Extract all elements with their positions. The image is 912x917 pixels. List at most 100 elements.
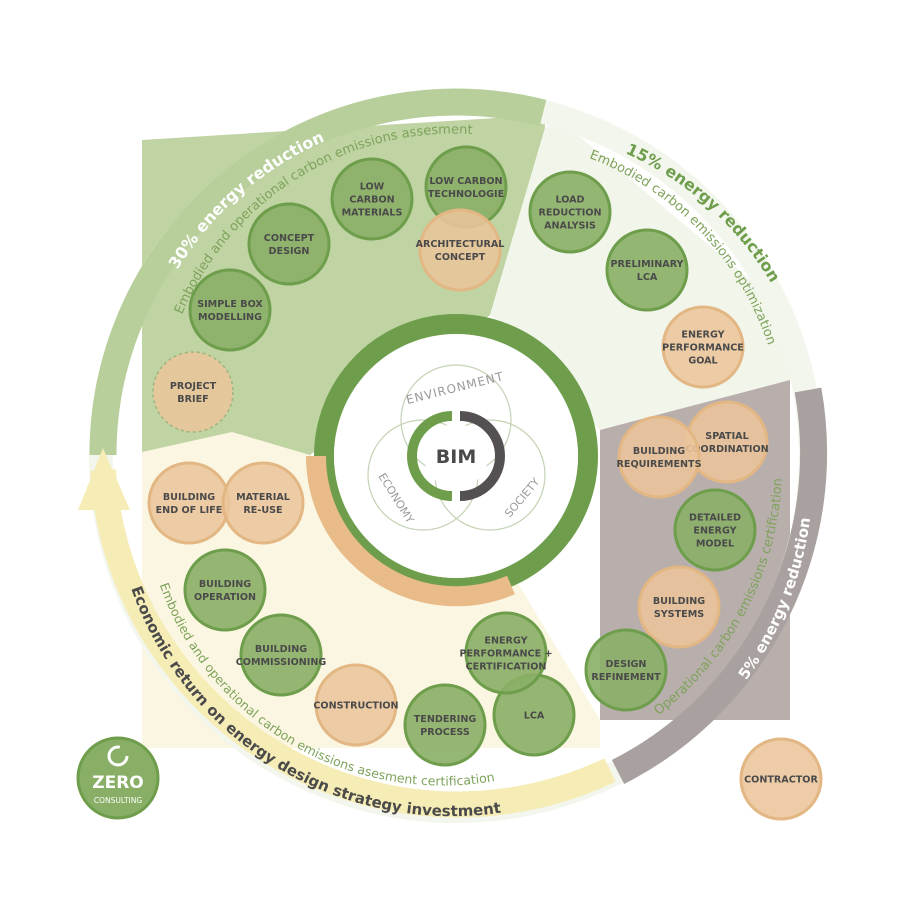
node-circle xyxy=(147,461,231,545)
node-label: MODEL xyxy=(696,539,734,550)
node-label: MATERIAL xyxy=(236,492,290,503)
node-label: DESIGN xyxy=(606,659,647,670)
node-circle xyxy=(673,488,757,572)
node-circle xyxy=(403,683,487,767)
node-label: LOAD xyxy=(555,195,584,206)
node-label: LOW xyxy=(360,182,385,193)
inner-ring-orange xyxy=(305,455,515,607)
node-low-carbon-materials: LOW CARBON MATERIALS xyxy=(330,157,414,241)
node-energy-goal: ENERGY PERFORMANCE GOAL xyxy=(661,305,745,389)
node-circle xyxy=(528,170,612,254)
node-circle xyxy=(247,202,331,286)
bim-label: BIM xyxy=(436,446,476,468)
node-label: MATERIALS xyxy=(342,208,403,219)
node-label: ENERGY xyxy=(484,636,528,647)
node-label: LCA xyxy=(637,272,658,283)
node-tendering: TENDERING PROCESS xyxy=(403,683,487,767)
node-label: COORDINATION xyxy=(685,444,768,455)
node-circle xyxy=(183,548,267,632)
node-label: REDUCTION xyxy=(538,208,601,219)
node-end-of-life: BUILDING END OF LIFE xyxy=(147,461,231,545)
node-commissioning: BUILDING COMMISSIONING xyxy=(236,613,327,697)
yellow-arrow-head xyxy=(78,448,130,510)
node-circle xyxy=(221,461,305,545)
node-label: PROJECT xyxy=(170,381,217,392)
logo-sub: CONSULTING xyxy=(94,796,143,805)
node-label: ENERGY xyxy=(693,526,737,537)
node-circle xyxy=(418,208,502,292)
node-circle xyxy=(152,351,234,433)
node-label: DETAILED xyxy=(689,513,741,524)
node-label: OPERATION xyxy=(194,592,256,603)
node-label: REQUIREMENTS xyxy=(617,459,702,470)
node-label: BUILDING xyxy=(163,492,215,503)
node-label: BUILDING xyxy=(653,596,705,607)
node-label: CONSTRUCTION xyxy=(313,701,398,712)
node-label: BUILDING xyxy=(633,446,685,457)
node-material-reuse: MATERIAL RE-USE xyxy=(221,461,305,545)
node-circle xyxy=(605,228,689,312)
node-label: LCA xyxy=(524,711,545,722)
node-circle xyxy=(239,613,323,697)
node-label: PROCESS xyxy=(420,727,470,738)
outer-arc-grey xyxy=(611,387,828,785)
node-circle xyxy=(739,737,823,821)
node-circle xyxy=(685,400,769,484)
node-label: CARBON xyxy=(349,195,394,206)
bim-badge-core xyxy=(424,424,488,488)
node-label: END OF LIFE xyxy=(156,505,223,516)
node-label: ANALYSIS xyxy=(544,221,596,232)
node-label: COMMISSIONING xyxy=(236,657,327,668)
node-label: DESIGN xyxy=(269,246,310,257)
node-label: GOAL xyxy=(688,356,717,367)
node-label: TECHNOLOGIE xyxy=(428,189,504,200)
node-label: RE-USE xyxy=(243,505,282,516)
node-label: BUILDING xyxy=(199,579,251,590)
node-label: SIMPLE BOX xyxy=(197,299,263,310)
node-label: BRIEF xyxy=(177,394,208,405)
node-construction: CONSTRUCTION xyxy=(313,663,399,747)
node-load-reduction: LOAD REDUCTION ANALYSIS xyxy=(528,170,612,254)
node-circle xyxy=(661,305,745,389)
node-contractor: CONTRACTOR xyxy=(739,737,823,821)
node-label: ARCHITECTURAL xyxy=(416,239,505,250)
outer-arc-yellow xyxy=(90,469,616,818)
logo-word: ZERO xyxy=(92,773,143,793)
node-architectural-concept: ARCHITECTURAL CONCEPT xyxy=(416,208,505,292)
node-circle xyxy=(464,611,548,695)
node-design-refinement: DESIGN REFINEMENT xyxy=(584,628,668,712)
zero-consulting-logo: ZERO CONSULTING xyxy=(76,736,160,820)
node-concept-design: CONCEPT DESIGN xyxy=(247,202,331,286)
node-label: BUILDING xyxy=(255,644,307,655)
node-circle xyxy=(637,565,721,649)
node-label: ENERGY xyxy=(681,330,725,341)
node-simple-box: SIMPLE BOX MODELLING xyxy=(188,268,272,352)
node-circle xyxy=(314,663,398,747)
bim-badge-left xyxy=(407,411,453,501)
node-label: TENDERING xyxy=(414,714,477,725)
node-circle xyxy=(584,628,668,712)
node-project-brief: PROJECT BRIEF xyxy=(152,351,234,433)
node-label: CONCEPT xyxy=(264,233,315,244)
node-label: PERFORMANCE xyxy=(662,343,744,354)
node-operation: BUILDING OPERATION xyxy=(183,548,267,632)
node-label: SPATIAL xyxy=(705,431,748,442)
node-circle xyxy=(330,157,414,241)
node-building-requirements: BUILDING REQUIREMENTS xyxy=(617,415,702,499)
node-label: MODELLING xyxy=(198,312,262,323)
node-label: LOW CARBON xyxy=(429,176,502,187)
node-label: CONCEPT xyxy=(435,252,486,263)
node-detailed-energy: DETAILED ENERGY MODEL xyxy=(673,488,757,572)
node-label: CONTRACTOR xyxy=(744,775,818,786)
node-building-systems: BUILDING SYSTEMS xyxy=(637,565,721,649)
node-label: REFINEMENT xyxy=(591,672,661,683)
node-circle xyxy=(617,415,701,499)
node-circle xyxy=(188,268,272,352)
outer-arc-green xyxy=(89,88,547,456)
node-label: CERTIFICATION xyxy=(466,662,547,673)
process-nodes: PROJECT BRIEF SIMPLE BOX MODELLING CONCEPT DE… xyxy=(147,145,823,821)
node-label: SYSTEMS xyxy=(654,609,704,620)
